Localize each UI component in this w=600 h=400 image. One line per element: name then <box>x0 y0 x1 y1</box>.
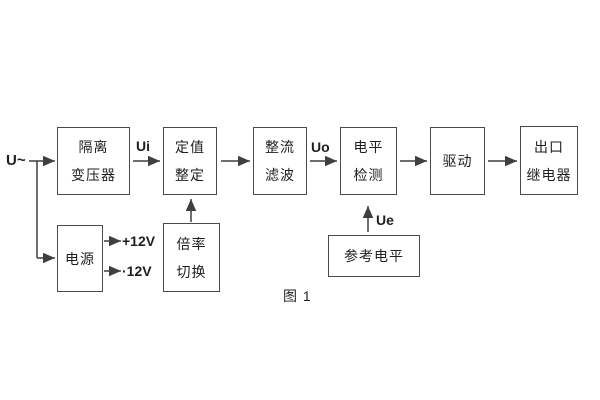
figure-caption: 图 1 <box>283 288 312 304</box>
block-label: 参考电平 <box>344 248 404 264</box>
block-label: 滤波 <box>265 167 295 183</box>
input-branch-line <box>29 160 38 258</box>
block-label: 电源 <box>65 250 95 267</box>
block-label: 切换 <box>176 263 207 280</box>
positive-rail-label: +12V <box>122 233 156 249</box>
block-ratio-switching: 倍率 切换 <box>163 223 220 292</box>
block-label: 定值 <box>175 139 205 155</box>
block-label: 电平 <box>353 139 384 155</box>
ui-signal-label: Ui <box>136 138 150 154</box>
block-label: 整流 <box>265 139 295 155</box>
block-reference-level: 参考电平 <box>328 235 420 277</box>
block-label: 出口 <box>534 138 564 155</box>
negative-rail-label: ·12V <box>122 263 152 279</box>
block-label: 继电器 <box>526 166 572 183</box>
block-setpoint-setting: 定值 整定 <box>163 127 217 195</box>
block-level-detection: 电平 检测 <box>340 127 397 195</box>
uo-signal-label: Uo <box>311 139 330 155</box>
block-label: 隔离 <box>78 139 109 155</box>
block-label: 检测 <box>353 167 384 183</box>
block-isolation-transformer: 隔离 变压器 <box>57 127 130 195</box>
block-label: 倍率 <box>176 235 207 252</box>
block-driver: 驱动 <box>430 127 485 195</box>
block-label: 整定 <box>175 167 205 183</box>
block-label: 变压器 <box>71 167 116 183</box>
input-signal-label: U~ <box>6 152 26 169</box>
block-label: 驱动 <box>442 153 473 169</box>
block-output-relay: 出口 继电器 <box>520 126 578 195</box>
ue-signal-label: Ue <box>376 212 394 228</box>
block-rectifier-filter: 整流 滤波 <box>253 127 307 195</box>
block-power-supply: 电源 <box>57 225 103 292</box>
